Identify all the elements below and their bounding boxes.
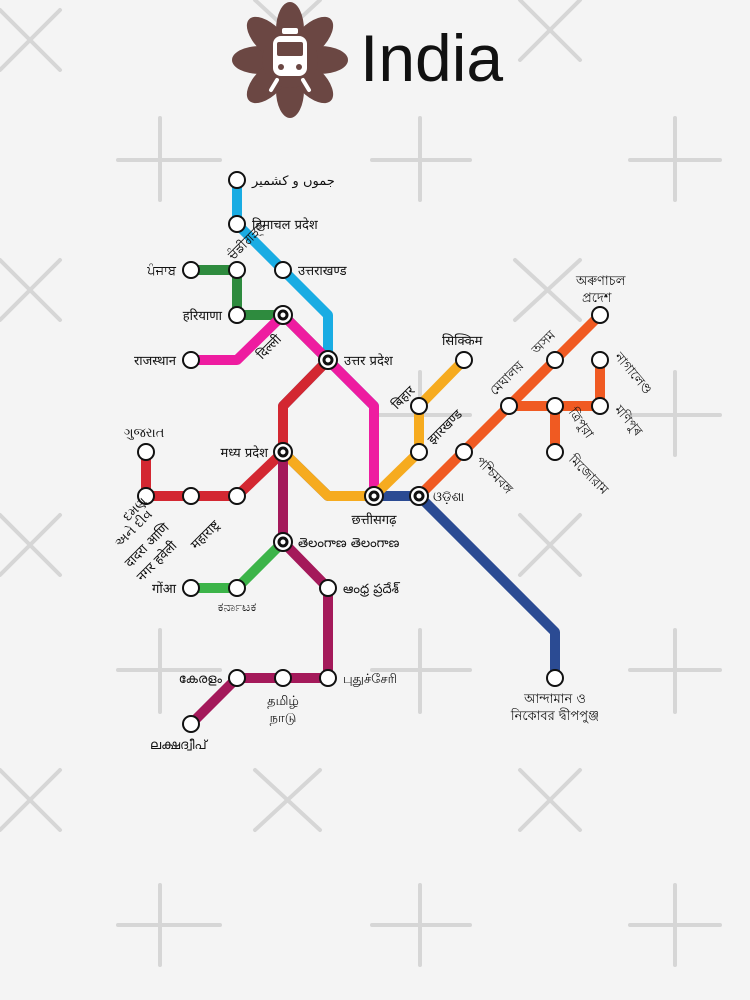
label-madhya-pradesh: मध्य प्रदेश [221, 445, 270, 461]
interchange-odisha[interactable] [409, 486, 429, 506]
station-west-bengal[interactable] [455, 443, 473, 461]
station-jharkhand[interactable] [410, 443, 428, 461]
station-uttarakhand[interactable] [274, 261, 292, 279]
line-rajasthan [186, 310, 379, 501]
station-dadra-nagar-haveli[interactable] [182, 487, 200, 505]
label-kerala: കേരളം [179, 672, 223, 687]
label-maharashtra: महाराष्ट्र [188, 518, 223, 553]
label-manipur: মণিপুৰ [610, 402, 646, 440]
label-tamil-2: நாடு [270, 711, 297, 726]
label-chhattisgarh: छत्तीसगढ़ [352, 512, 398, 528]
station-puducherry[interactable] [319, 669, 337, 687]
label-jammu-kashmir: جموں و کشمیر [251, 174, 335, 189]
station-tripura-junction[interactable] [546, 397, 564, 415]
interchange-uttar-pradesh[interactable] [318, 350, 338, 370]
station-meghalaya[interactable] [500, 397, 518, 415]
label-karnataka: ಕರ್ನಾಟಕ [218, 600, 257, 615]
interchange-delhi[interactable] [273, 305, 293, 325]
label-sikkim: सिक्किम [442, 333, 483, 349]
label-uttar-pradesh: उत्तर प्रदेश [344, 353, 394, 369]
label-jharkhand: झारखण्ड [425, 407, 466, 448]
station-nagaland[interactable] [591, 351, 609, 369]
station-haryana[interactable] [228, 306, 246, 324]
label-arunachal-1: অৰুণাচল [575, 274, 626, 289]
line-bihar [278, 355, 469, 501]
station-punjab[interactable] [182, 261, 200, 279]
station-lakshadweep[interactable] [182, 715, 200, 733]
station-gujarat[interactable] [137, 443, 155, 461]
station-kerala[interactable] [228, 669, 246, 687]
label-haryana: हरियाणा [183, 308, 223, 324]
label-arunachal-2: প্ৰদেশ [582, 291, 612, 306]
station-bihar[interactable] [410, 397, 428, 415]
label-himachal: हिमाचल प्रदेश [252, 217, 319, 233]
label-nagaland: নাগালেণ্ড [610, 349, 654, 398]
station-chandigarh[interactable] [228, 261, 246, 279]
label-mizoram: মিজোরাম [564, 451, 612, 499]
station-maharashtra[interactable] [228, 487, 246, 505]
page-title: India [360, 21, 504, 95]
label-odisha: ଓଡ଼ିଶା [433, 490, 464, 505]
label-punjab: ਪੰਜਾਬ [146, 263, 177, 279]
interchange-chhattisgarh[interactable] [364, 486, 384, 506]
station-rajasthan[interactable] [182, 351, 200, 369]
label-gujarat: ગુજરાત [124, 426, 165, 441]
label-tamil-1: தமிழ் [267, 694, 299, 709]
label-goa: गोंआ [152, 581, 177, 597]
station-karnataka[interactable] [228, 579, 246, 597]
station-arunachal[interactable] [591, 306, 609, 324]
station-jammu-kashmir[interactable] [228, 171, 246, 189]
train-lotus-icon [232, 2, 348, 118]
station-tamil-nadu[interactable] [274, 669, 292, 687]
station-sikkim[interactable] [455, 351, 473, 369]
label-uttarakhand: उत्तराखण्ड [298, 264, 348, 279]
label-andaman-1: আন্দামান ও [523, 692, 586, 707]
station-andaman[interactable] [546, 669, 564, 687]
label-andhra: ఆంధ్ర ప్రదేశ్ [343, 582, 401, 597]
station-andhra[interactable] [319, 579, 337, 597]
station-daman-diu[interactable] [137, 487, 155, 505]
line-south-green [186, 447, 288, 593]
station-himachal[interactable] [228, 215, 246, 233]
label-rajasthan: राजस्थान [134, 354, 177, 369]
station-manipur[interactable] [591, 397, 609, 415]
line-south-maroon [186, 447, 333, 729]
label-lakshadweep: ലക്ഷദ്വീപ് [150, 738, 209, 753]
label-telangana: తెలంగాణ తెలంగాణ [298, 536, 400, 551]
label-puducherry: புதுச்சேரி [343, 672, 397, 687]
station-assam[interactable] [546, 351, 564, 369]
station-goa[interactable] [182, 579, 200, 597]
interchange-telangana[interactable] [273, 532, 293, 552]
station-mizoram[interactable] [546, 443, 564, 461]
label-west-bengal: পশ্চিমবঙ্গ [472, 454, 516, 498]
label-andaman-2: নিকোবর দ্বীপপুঞ্জ [510, 708, 599, 724]
interchange-madhya-pradesh[interactable] [273, 442, 293, 462]
